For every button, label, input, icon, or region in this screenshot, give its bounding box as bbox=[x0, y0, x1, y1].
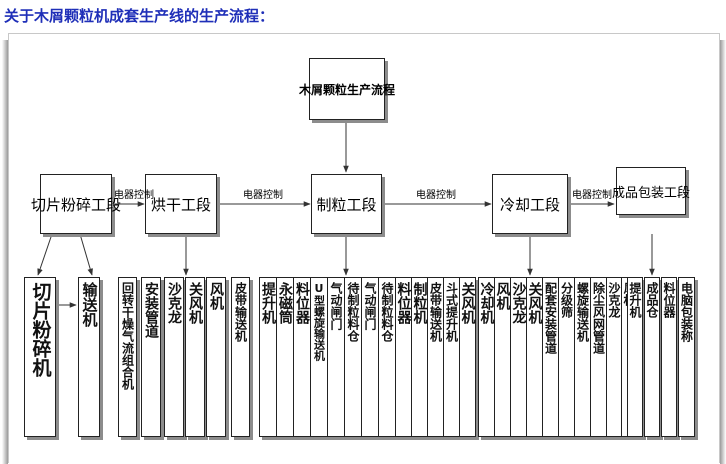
equipment-box: 关风机 bbox=[459, 277, 476, 437]
equipment-label: 分级筛 bbox=[559, 282, 574, 318]
equipment-box: 除尘风网管道 bbox=[590, 277, 607, 437]
equipment-label: 皮带输送机 bbox=[233, 282, 248, 342]
equipment-label: 沙克龙 bbox=[607, 282, 621, 318]
equipment-box: 冷却机 bbox=[478, 277, 495, 437]
equipment-label: 料位器 bbox=[395, 282, 412, 324]
equipment-label: 回转干燥气流组合机 bbox=[120, 282, 135, 390]
equipment-label: 冷却机 bbox=[478, 282, 495, 324]
stage-box-granulate: 制粒工段 bbox=[311, 174, 382, 234]
equipment-box: 气动闸门 bbox=[361, 277, 379, 437]
equipment-box: 待制粒料仓 bbox=[378, 277, 396, 437]
equipment-box: 回转干燥气流组合机 bbox=[118, 277, 137, 437]
frame-shadow-left bbox=[2, 40, 8, 464]
equipment-box: 提升机 bbox=[627, 277, 643, 437]
equipment-box: 沙克龙 bbox=[164, 277, 184, 437]
equipment-box: 气动闸门 bbox=[327, 277, 345, 437]
equipment-box: U型螺旋输送机 bbox=[310, 277, 328, 437]
equipment-box: 风机 bbox=[494, 277, 511, 437]
equipment-label: 待制粒料仓 bbox=[346, 282, 360, 342]
equipment-box: 分级筛 bbox=[558, 277, 575, 437]
equipment-box: 关风机 bbox=[185, 277, 205, 437]
equipment-label: 关风机 bbox=[526, 282, 543, 324]
stage-box-chip-crush: 切片粉碎工段 bbox=[31, 174, 121, 234]
equipment-label: 料位器 bbox=[662, 282, 676, 318]
stage-box-dry: 烘干工段 bbox=[145, 174, 217, 234]
equipment-box: 沙克龙 bbox=[510, 277, 527, 437]
arrow-stage1-down-1 bbox=[37, 233, 53, 276]
stage-label: 制粒工段 bbox=[316, 195, 377, 214]
equipment-box: 配套安装管道 bbox=[542, 277, 559, 437]
equipment-box: 安装管道 bbox=[141, 277, 161, 437]
stage-label: 烘干工段 bbox=[150, 195, 211, 214]
equipment-label: 成品仓 bbox=[645, 282, 659, 318]
equipment-label: 配套安装管道 bbox=[543, 282, 558, 354]
stage-box-cool: 冷却工段 bbox=[492, 174, 568, 234]
equipment-box: 切片粉碎机 bbox=[24, 277, 56, 437]
equipment-label: 皮带输送机 bbox=[428, 282, 443, 342]
equipment-box: 提升机 bbox=[259, 277, 277, 437]
equipment-label: U型螺旋输送机 bbox=[312, 282, 326, 361]
equipment-box: 料位器 bbox=[395, 277, 412, 437]
connector-label-2: 电器控制 bbox=[243, 190, 283, 201]
equipment-label: 气动闸门 bbox=[329, 282, 343, 330]
equipment-box: 输送机 bbox=[78, 277, 100, 437]
equipment-label: 风机 bbox=[208, 282, 224, 310]
equipment-label: 待制粒料仓 bbox=[380, 282, 394, 342]
equipment-label: 螺旋输送机 bbox=[575, 282, 590, 342]
equipment-box: 制粒机 bbox=[411, 277, 428, 437]
equipment-box: 待制粒料仓 bbox=[344, 277, 362, 437]
connector-label-3: 电器控制 bbox=[416, 190, 456, 201]
arrow-stage1-down-2 bbox=[79, 233, 93, 276]
equipment-label: 气动闸门 bbox=[363, 282, 377, 330]
stage-label: 成品包装工段 bbox=[612, 185, 691, 201]
equipment-box: 皮带输送机 bbox=[231, 277, 250, 437]
equipment-box: 风机 bbox=[206, 277, 226, 437]
equipment-label: 料位器 bbox=[294, 282, 310, 324]
top-process-label: 木屑颗粒生产流程 bbox=[299, 82, 396, 97]
equipment-label: 除尘风网管道 bbox=[591, 282, 606, 354]
equipment-label: 沙克龙 bbox=[166, 282, 182, 324]
equipment-label: 斗式提升机 bbox=[444, 282, 459, 342]
equipment-label: 输送机 bbox=[80, 282, 99, 327]
equipment-label: 关风机 bbox=[459, 282, 476, 324]
equipment-box: 永磁筒 bbox=[276, 277, 294, 437]
equipment-box: 电脑包装称 bbox=[678, 277, 695, 437]
equipment-box: 螺旋输送机 bbox=[574, 277, 591, 437]
diagram-frame bbox=[8, 33, 720, 463]
connector-label-4: 电器控制 bbox=[572, 190, 612, 201]
equipment-box: 料位器 bbox=[293, 277, 311, 437]
equipment-box: 关风机 bbox=[526, 277, 543, 437]
equipment-label: 提升机 bbox=[260, 282, 276, 324]
equipment-box: 皮带输送机 bbox=[427, 277, 444, 437]
stage-label: 切片粉碎工段 bbox=[31, 195, 122, 214]
page-title: 关于木屑颗粒机成套生产线的生产流程： bbox=[4, 7, 275, 25]
top-process-box: 木屑颗粒生产流程 bbox=[299, 58, 395, 120]
equipment-label: 制粒机 bbox=[411, 282, 428, 324]
equipment-label: 电脑包装称 bbox=[679, 282, 694, 342]
equipment-label: 沙克龙 bbox=[510, 282, 527, 324]
frame-shadow-right bbox=[720, 40, 726, 464]
equipment-box: 成品仓 bbox=[644, 277, 660, 437]
stage-label: 冷却工段 bbox=[499, 195, 560, 214]
equipment-label: 关风机 bbox=[187, 282, 203, 324]
stage-box-pack: 成品包装工段 bbox=[612, 167, 690, 215]
equipment-box: 斗式提升机 bbox=[443, 277, 460, 437]
equipment-label: 风机 bbox=[494, 282, 511, 310]
equipment-label: 安装管道 bbox=[143, 282, 159, 338]
connector-label-1: 电器控制 bbox=[114, 190, 154, 201]
equipment-box: 料位器 bbox=[661, 277, 677, 437]
equipment-label: 提升机 bbox=[628, 282, 642, 318]
equipment-label: 切片粉碎机 bbox=[29, 282, 52, 377]
equipment-box: 沙克龙 bbox=[606, 277, 622, 437]
equipment-label: 永磁筒 bbox=[277, 282, 293, 324]
